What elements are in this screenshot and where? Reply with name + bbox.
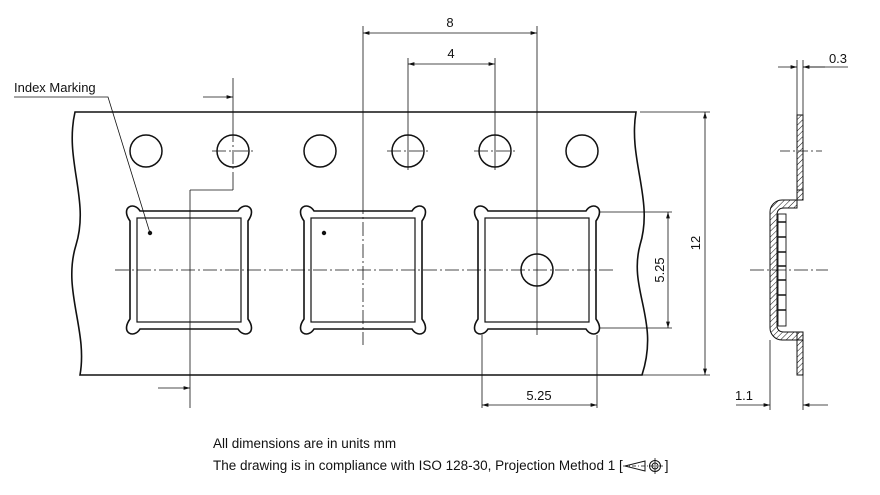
dim-tape-width: 12 [688, 236, 703, 250]
index-marking-dot [321, 230, 327, 236]
sprocket-hole [303, 134, 337, 168]
dim-tape-thickness: 0.3 [829, 51, 847, 66]
compliance-note-text: The drawing is in compliance with ISO 12… [213, 458, 623, 473]
side-view [769, 114, 804, 376]
compliance-note-end: ] [664, 458, 669, 473]
center-lines [115, 128, 615, 345]
dimension-lines [158, 31, 707, 407]
first-angle-projection-icon [622, 458, 663, 475]
sprocket-holes [129, 134, 599, 168]
extension-lines [189, 26, 710, 408]
compliance-note: The drawing is in compliance with ISO 12… [213, 458, 669, 475]
dim-pocket-depth: 1.1 [735, 388, 753, 403]
dim-hole-pitch: 4 [447, 46, 454, 61]
index-marking-label: Index Marking [14, 80, 96, 95]
dim-pocket-pitch: 8 [446, 15, 453, 30]
dim-pocket-height: 5.25 [652, 257, 667, 282]
sprocket-hole [129, 134, 163, 168]
side-view-lines [736, 60, 848, 410]
units-note: All dimensions are in units mm [213, 436, 397, 451]
sprocket-hole [565, 134, 599, 168]
index-marking-leader [14, 96, 151, 234]
dim-pocket-width: 5.25 [526, 388, 551, 403]
